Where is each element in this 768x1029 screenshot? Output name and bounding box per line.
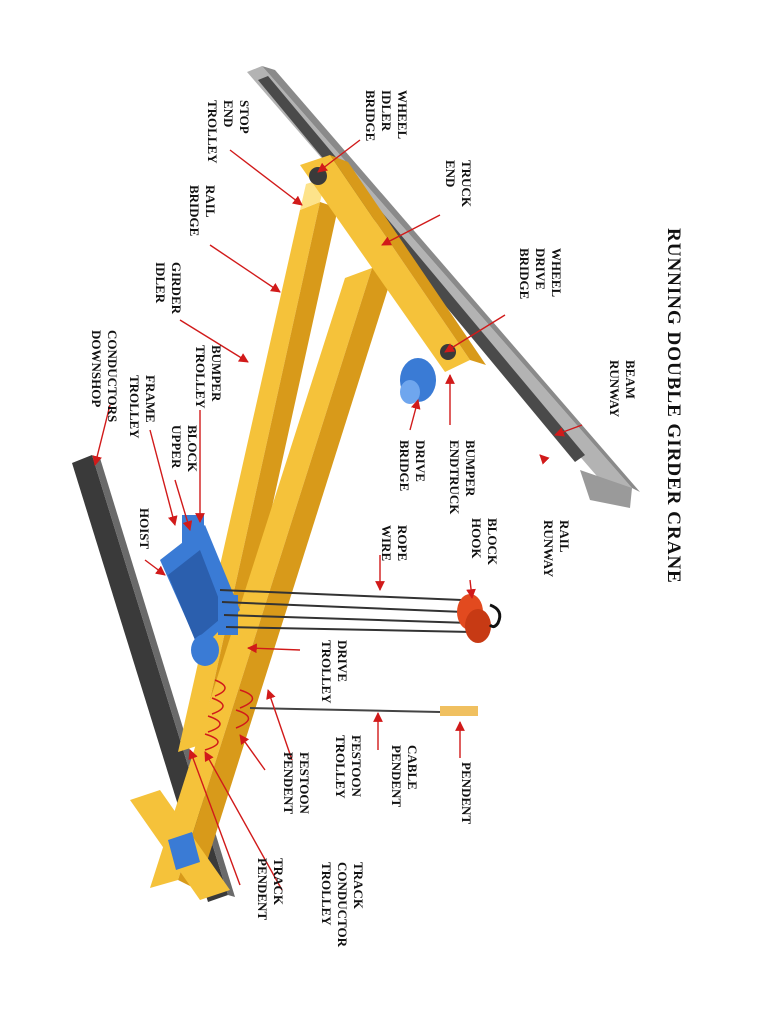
left-end-truck bbox=[130, 790, 230, 900]
svg-text:UPPER: UPPER bbox=[169, 425, 184, 469]
svg-text:BEAM: BEAM bbox=[623, 360, 638, 399]
label-wire-rope: WIRE ROPE bbox=[379, 525, 410, 561]
drive-girder bbox=[150, 268, 392, 890]
svg-text:BRIDGE: BRIDGE bbox=[363, 90, 378, 141]
svg-text:BRIDGE: BRIDGE bbox=[517, 248, 532, 299]
svg-text:BRIDGE: BRIDGE bbox=[397, 440, 412, 491]
svg-text:CONDUCTOR: CONDUCTOR bbox=[335, 862, 350, 948]
label-idler-girder: IDLER GIRDER bbox=[153, 262, 184, 315]
label-runway-beam: RUNWAY BEAM bbox=[607, 360, 638, 418]
label-trolley-frame: TROLLEY FRAME bbox=[127, 375, 158, 439]
wire-rope bbox=[219, 589, 473, 633]
svg-text:DRIVE: DRIVE bbox=[413, 440, 428, 482]
bridge-drive-motor bbox=[400, 358, 436, 404]
label-pendent-track: PENDENT TRACK bbox=[255, 858, 286, 920]
svg-text:RAIL: RAIL bbox=[557, 520, 572, 553]
svg-text:BUMPER: BUMPER bbox=[209, 345, 224, 402]
svg-text:STOP: STOP bbox=[237, 100, 252, 134]
svg-text:PENDENT: PENDENT bbox=[281, 752, 296, 814]
svg-text:BRIDGE: BRIDGE bbox=[187, 185, 202, 236]
svg-text:RUNWAY: RUNWAY bbox=[541, 520, 556, 578]
svg-text:END: END bbox=[443, 160, 458, 187]
svg-text:ROPE: ROPE bbox=[395, 525, 410, 561]
svg-text:RUNWAY: RUNWAY bbox=[607, 360, 622, 418]
festoon-loops bbox=[204, 679, 254, 751]
svg-text:DOWNSHOP: DOWNSHOP bbox=[89, 330, 104, 407]
label-hoist: HOIST bbox=[137, 508, 152, 550]
svg-text:BLOCK: BLOCK bbox=[485, 518, 500, 566]
label-endtruck-bumper: ENDTRUCK BUMPER bbox=[447, 440, 478, 515]
label-bridge-drive: BRIDGE DRIVE bbox=[397, 440, 428, 491]
svg-text:HOOK: HOOK bbox=[469, 518, 484, 559]
svg-text:WHEEL: WHEEL bbox=[549, 248, 564, 297]
svg-text:TRACK: TRACK bbox=[351, 862, 366, 910]
svg-text:FESTOON: FESTOON bbox=[297, 752, 312, 815]
svg-text:TROLLEY: TROLLEY bbox=[127, 375, 142, 439]
svg-text:PENDENT: PENDENT bbox=[459, 762, 474, 824]
svg-text:FESTOON: FESTOON bbox=[349, 735, 364, 798]
svg-text:TROLLEY: TROLLEY bbox=[319, 862, 334, 926]
svg-text:RUNNING DOUBLE GIRDER CRANE: RUNNING DOUBLE GIRDER CRANE bbox=[663, 228, 684, 584]
label-bridge-drive-wheel: BRIDGE DRIVE WHEEL bbox=[517, 248, 564, 299]
svg-text:TRUCK: TRUCK bbox=[459, 160, 474, 208]
svg-text:TROLLEY: TROLLEY bbox=[319, 640, 334, 704]
label-trolley-bumper: TROLLEY BUMPER bbox=[193, 345, 224, 409]
label-end-truck: END TRUCK bbox=[443, 160, 474, 208]
svg-text:TROLLEY: TROLLEY bbox=[205, 100, 220, 164]
svg-text:ENDTRUCK: ENDTRUCK bbox=[447, 440, 462, 515]
label-upper-block: UPPER BLOCK bbox=[169, 425, 200, 473]
label-trolley-end-stop: TROLLEY END STOP bbox=[205, 100, 252, 164]
label-downshop-conductors: DOWNSHOP CONDUCTORS bbox=[89, 330, 120, 422]
svg-text:PENDENT: PENDENT bbox=[255, 858, 270, 920]
label-trolley-festoon: TROLLEY FESTOON bbox=[333, 735, 364, 799]
svg-text:DRIVE: DRIVE bbox=[335, 640, 350, 682]
pendent-cable bbox=[249, 706, 478, 716]
label-trolley-drive: TROLLEY DRIVE bbox=[319, 640, 350, 704]
hook-block bbox=[457, 594, 502, 643]
svg-text:WIRE: WIRE bbox=[379, 525, 394, 561]
svg-text:END: END bbox=[221, 100, 236, 127]
svg-text:TROLLEY: TROLLEY bbox=[333, 735, 348, 799]
svg-text:FRAME: FRAME bbox=[143, 375, 158, 423]
svg-text:DRIVE: DRIVE bbox=[533, 248, 548, 290]
diagram-title: RUNNING DOUBLE GIRDER CRANE bbox=[663, 228, 684, 584]
svg-text:PENDENT: PENDENT bbox=[389, 745, 404, 807]
svg-text:TROLLEY: TROLLEY bbox=[193, 345, 208, 409]
label-hook-block: HOOK BLOCK bbox=[469, 518, 500, 566]
label-pendent: PENDENT bbox=[459, 762, 474, 824]
svg-text:CONDUCTORS: CONDUCTORS bbox=[105, 330, 120, 422]
label-pendent-festoon: PENDENT FESTOON bbox=[281, 752, 312, 815]
label-bridge-rail: BRIDGE RAIL bbox=[187, 185, 218, 236]
svg-text:WHEEL: WHEEL bbox=[395, 90, 410, 139]
svg-text:GIRDER: GIRDER bbox=[169, 262, 184, 315]
svg-text:BUMPER: BUMPER bbox=[463, 440, 478, 497]
label-bridge-idler-wheel: BRIDGE IDLER WHEEL bbox=[363, 90, 410, 141]
label-trolley-conductor-track: TROLLEY CONDUCTOR TRACK bbox=[319, 862, 366, 948]
label-pendent-cable: PENDENT CABLE bbox=[389, 745, 420, 807]
svg-text:HOIST: HOIST bbox=[137, 508, 152, 550]
svg-text:BLOCK: BLOCK bbox=[185, 425, 200, 473]
leader-lines bbox=[92, 139, 583, 891]
svg-text:CABLE: CABLE bbox=[405, 745, 420, 790]
svg-text:IDLER: IDLER bbox=[153, 262, 168, 304]
svg-text:TRACK: TRACK bbox=[271, 858, 286, 906]
svg-text:IDLER: IDLER bbox=[379, 90, 394, 132]
svg-text:RAIL: RAIL bbox=[203, 185, 218, 218]
label-runway-rail: RUNWAY RAIL bbox=[541, 520, 572, 578]
